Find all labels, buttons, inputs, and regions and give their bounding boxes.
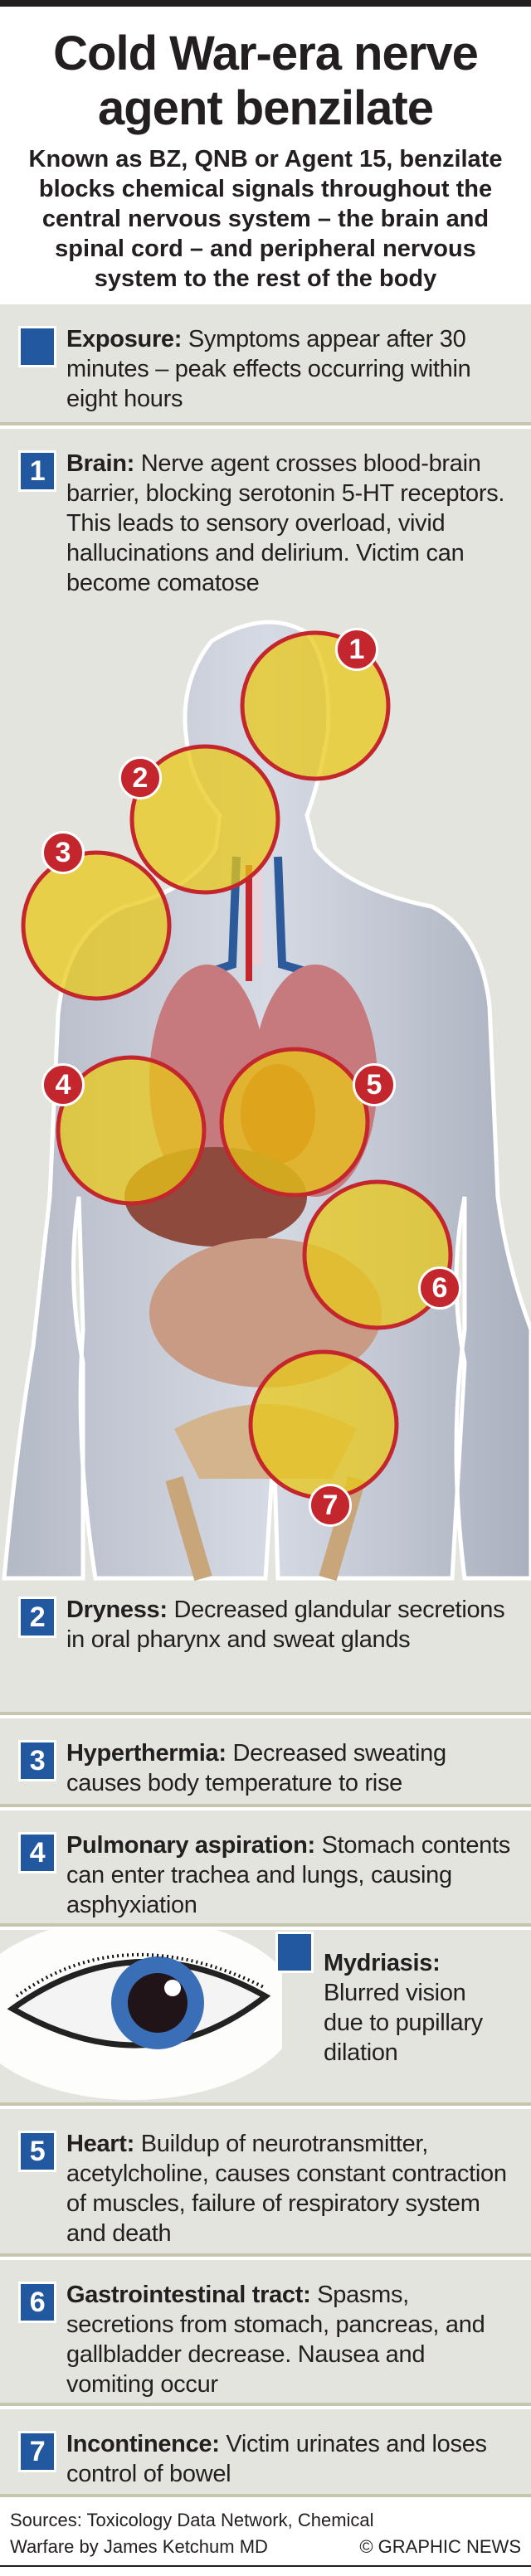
marker-7: 7 xyxy=(309,1484,352,1527)
heart-panel: 5 Heart: Buildup of neurotransmitter, ac… xyxy=(0,2109,531,2257)
footer: Sources: Toxicology Data Network, Chemic… xyxy=(0,2501,531,2567)
circle-lungs xyxy=(56,1055,207,1206)
sources: Sources: Toxicology Data Network, Chemic… xyxy=(10,2510,374,2557)
gi-item: 6 Gastrointestinal tract: Spasms, secret… xyxy=(0,2260,531,2399)
marker-1: 1 xyxy=(335,628,378,671)
item-text: Spasms, secretions from stomach, pancrea… xyxy=(66,2282,485,2398)
page-title: Cold War-era nerve agent benzilate xyxy=(53,27,479,135)
item-label: Gastrointestinal tract: xyxy=(66,2282,311,2308)
circle-dryness xyxy=(129,744,280,895)
number-badge: 7 xyxy=(18,2431,56,2472)
brain-item: 1 Brain: Nerve agent crosses blood-brain… xyxy=(0,429,531,616)
marker-6: 6 xyxy=(418,1266,461,1310)
top-rule xyxy=(0,0,531,7)
number-badge: 4 xyxy=(18,1832,56,1874)
item-label: Heart: xyxy=(66,2131,134,2157)
heart-item: 5 Heart: Buildup of neurotransmitter, ac… xyxy=(0,2109,531,2248)
circle-gi xyxy=(302,1179,453,1330)
dryness-item: 2 Dryness: Decreased glandular secretion… xyxy=(0,1587,531,1655)
blue-square-icon xyxy=(275,1932,314,1973)
item-label: Mydriasis: xyxy=(324,1950,441,1976)
marker-5: 5 xyxy=(353,1063,396,1106)
item-text: Symptoms appear after 30 minutes – peak … xyxy=(66,326,471,412)
circle-heart xyxy=(219,1047,370,1198)
marker-3: 3 xyxy=(41,831,85,874)
item-text: Blurred vision due to pupillary dilation xyxy=(324,1980,483,2066)
item-label: Brain: xyxy=(66,450,134,477)
credit: © GRAPHIC NEWS xyxy=(359,2536,521,2557)
circle-hyperthermia xyxy=(21,850,172,1001)
item-label: Pulmonary aspiration: xyxy=(66,1832,315,1859)
highlight-circles xyxy=(21,630,453,1500)
mydriasis-item: Mydriasis: Blurred vision due to pupilla… xyxy=(257,1930,506,2068)
item-text: Buildup of neurotransmitter, acetylcholi… xyxy=(66,2131,507,2247)
circle-bladder xyxy=(248,1349,399,1500)
number-badge: 2 xyxy=(18,1597,56,1638)
gi-panel: 6 Gastrointestinal tract: Spasms, secret… xyxy=(0,2260,531,2406)
incontinence-item: 7 Incontinence: Victim urinates and lose… xyxy=(0,2409,531,2489)
exposure-panel: Exposure: Symptoms appear after 30 minut… xyxy=(0,304,531,425)
mydriasis-panel: Mydriasis: Blurred vision due to pupilla… xyxy=(0,1930,531,2106)
page-subtitle: Known as BZ, QNB or Agent 15, benzilate … xyxy=(28,146,503,292)
pulmonary-item: 4 Pulmonary aspiration: Stomach contents… xyxy=(0,1810,531,1920)
item-label: Dryness: xyxy=(66,1597,168,1623)
exposure-item: Exposure: Symptoms appear after 30 minut… xyxy=(0,304,531,414)
anatomy-figure xyxy=(2,620,531,1582)
item-text: Victim urinates and loses control of bow… xyxy=(66,2431,487,2487)
hyperthermia-panel: 3 Hyperthermia: Decreased sweating cause… xyxy=(0,1718,531,1807)
header: Cold War-era nerve agent benzilate Known… xyxy=(0,7,531,304)
number-badge: 6 xyxy=(18,2282,56,2323)
number-badge: 5 xyxy=(18,2131,56,2172)
marker-4: 4 xyxy=(41,1063,85,1106)
item-text: Decreased sweating causes body temperatu… xyxy=(66,1740,446,1796)
item-label: Incontinence: xyxy=(66,2431,220,2457)
item-text: Stomach contents can enter trachea and l… xyxy=(66,1832,510,1918)
item-text: Decreased glandular secretions in oral p… xyxy=(66,1597,505,1653)
marker-2: 2 xyxy=(119,756,162,800)
incontinence-panel: 7 Incontinence: Victim urinates and lose… xyxy=(0,2409,531,2497)
pulmonary-panel: 4 Pulmonary aspiration: Stomach contents… xyxy=(0,1810,531,1927)
number-badge: 1 xyxy=(18,450,56,492)
item-text: Nerve agent crosses blood-brain barrier,… xyxy=(66,450,505,596)
blue-square-icon xyxy=(18,326,56,367)
hyperthermia-item: 3 Hyperthermia: Decreased sweating cause… xyxy=(0,1718,531,1798)
body-panel: 1 Brain: Nerve agent crosses blood-brain… xyxy=(0,429,531,1715)
eye-illustration xyxy=(0,1930,282,2100)
number-badge: 3 xyxy=(18,1740,56,1781)
item-label: Exposure: xyxy=(66,326,183,352)
item-label: Hyperthermia: xyxy=(66,1740,227,1767)
